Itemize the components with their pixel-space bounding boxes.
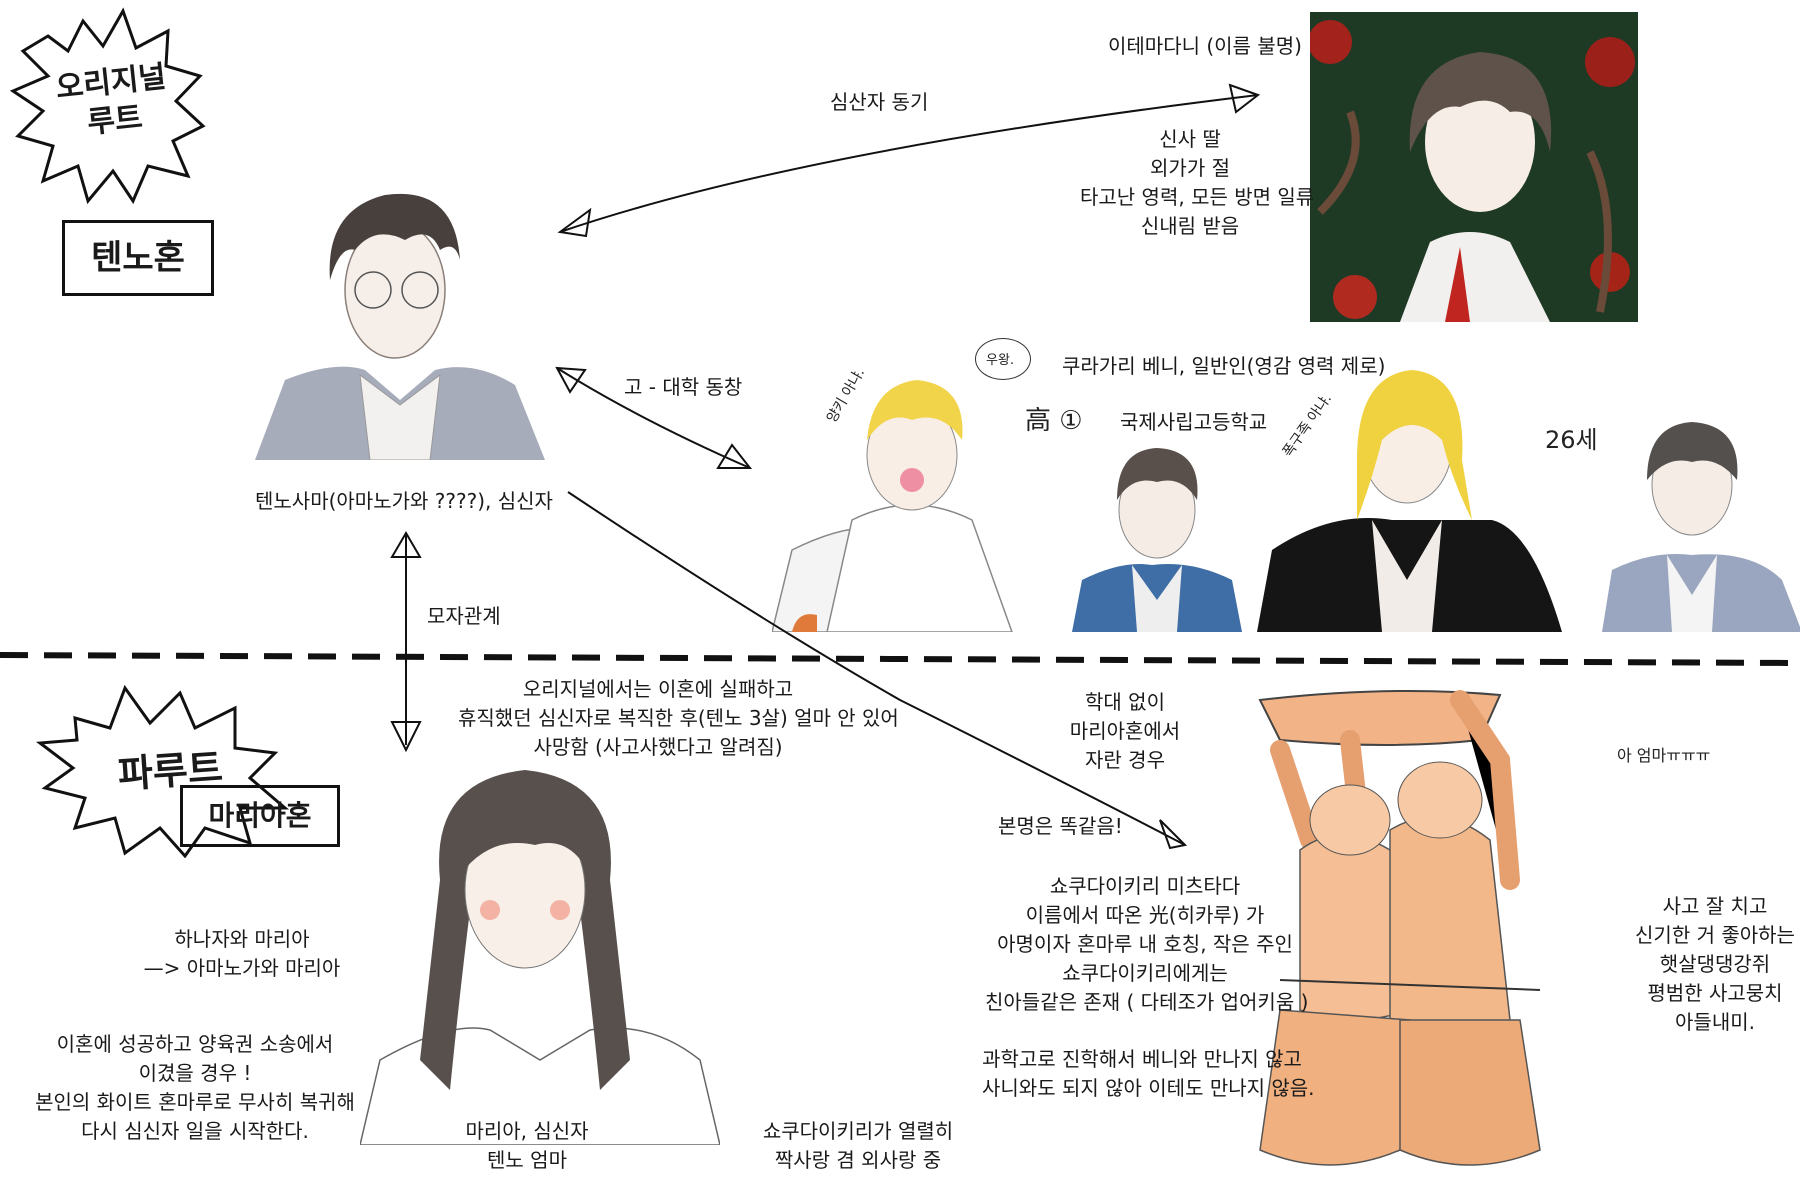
same-name-note: 본명은 똑같음! [998, 812, 1123, 841]
abuse-note: 학대 없이 마리아혼에서 자란 경우 [1045, 688, 1205, 775]
beni-name: 쿠라가리 베니, 일반인(영감 영력 제로) [1062, 352, 1385, 381]
beni-school: 국제사립고등학교 [1120, 408, 1267, 437]
beni-group-illustration [772, 370, 1800, 632]
speech-bubble: 우왕. [975, 338, 1031, 380]
hikaru-note: 쇼쿠다이키리 미츠타다 이름에서 따온 光(히카루) 가 아명이자 혼마루 내 … [985, 872, 1305, 1017]
tenno-portrait [255, 170, 545, 460]
mother-arrow-head-top [392, 533, 420, 557]
peer-arrow-head-right [1230, 85, 1258, 112]
itema-desc: 신사 딸 외가가 절 타고난 영력, 모든 방면 일류 신내림 받음 [1080, 125, 1300, 241]
mother-label: 모자관계 [427, 602, 501, 631]
mother-arrow-head-bottom [392, 722, 420, 750]
left-divorce-note: 이혼에 성공하고 양육권 소송에서 이겼을 경우 ! 본인의 화이트 혼마루로 … [35, 1030, 355, 1146]
pa-route-name-box: 마리아혼 [180, 785, 340, 847]
school-arrow-head-left [557, 368, 585, 392]
school-arrow-head-right [718, 445, 750, 468]
science-note: 과학고로 진학해서 베니와 만나지 않고 사니와도 되지 않아 이테도 만나지 … [982, 1045, 1302, 1103]
itema-name: 이테마다니 (이름 불명) [1108, 32, 1302, 61]
tenno-caption: 텐노사마(아마노가와 ????), 심신자 [255, 487, 553, 516]
itema-portrait [1310, 12, 1638, 322]
maria-story: 오리지널에서는 이혼에 실패하고 휴직했던 심신자로 복직한 후(텐노 3살) … [458, 675, 858, 762]
aomma-note: 아 엄마ㅠㅠㅠ [1617, 742, 1710, 766]
shokudai-love-note: 쇼쿠다이키리가 열렬히 짝사랑 겸 외사랑 중 [748, 1117, 968, 1175]
left-names-note: 하나자와 마리아 —> 아마노가와 마리아 [122, 925, 362, 983]
original-route-badge: 오리지널 루트 [8, 6, 208, 211]
maria-portrait [360, 760, 720, 1145]
school-label: 고 - 대학 동창 [624, 373, 742, 402]
beni-age: 26세 [1545, 420, 1598, 455]
peer-arrow-head-left [560, 210, 590, 236]
section-divider [0, 655, 1800, 663]
beni-hs-note: 高 ① [1025, 400, 1083, 437]
original-route-name-box: 텐노혼 [62, 220, 214, 296]
maria-caption: 마리아, 심신자 텐노 엄마 [447, 1117, 607, 1175]
peer-label: 심산자 동기 [830, 88, 928, 117]
route-arrow-head [1160, 820, 1185, 848]
original-route-title: 오리지널 루트 [44, 57, 181, 146]
son-note: 사고 잘 치고 신기한 거 좋아하는 햇살댕댕강쥐 평범한 사고뭉치 아들내미. [1625, 892, 1800, 1037]
